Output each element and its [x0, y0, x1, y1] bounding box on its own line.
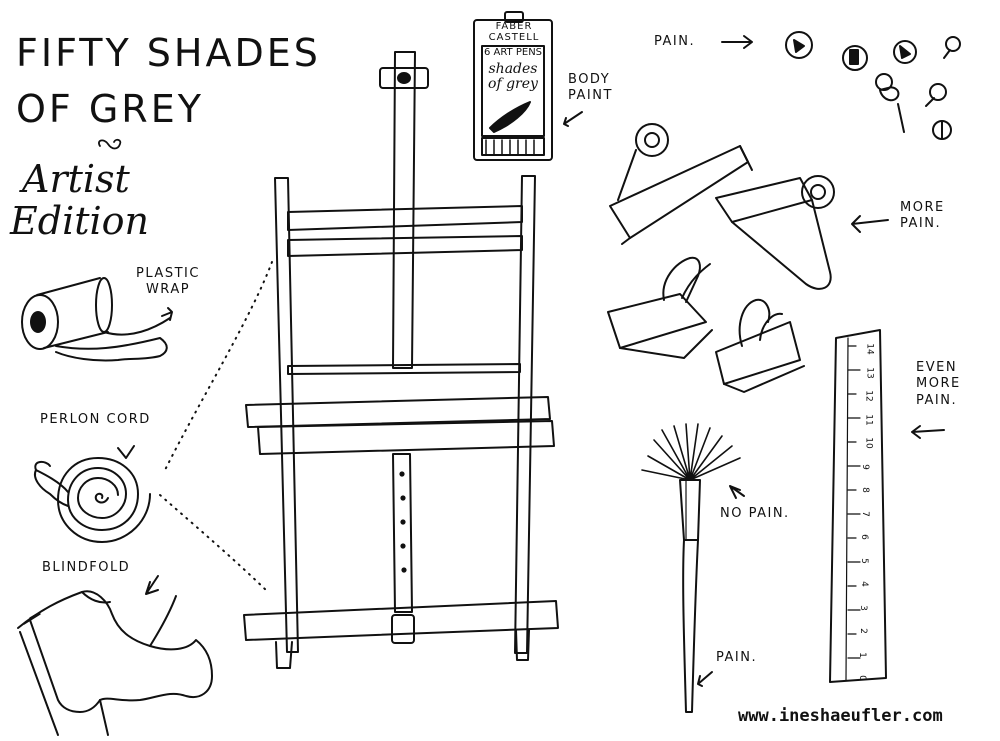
title-line-2: OF GREY	[16, 87, 204, 131]
dotted-connector	[159, 261, 273, 593]
easel	[243, 51, 559, 669]
arrow-icon	[729, 485, 745, 499]
perlon-cord-coil	[34, 457, 151, 543]
label-plastic-wrap: PLASTIC WRAP	[136, 266, 200, 298]
subtitle-line-2: Edition	[10, 199, 149, 243]
pen-box-name: shades of grey	[488, 61, 538, 92]
website-url[interactable]: www.ineshaeufler.com	[738, 706, 943, 726]
arrow-icon	[145, 575, 159, 595]
ruler-number: 8	[859, 487, 870, 493]
label-no-pain: NO PAIN.	[720, 506, 790, 521]
label-pain-pins: PAIN.	[654, 34, 696, 49]
ruler-number: 2	[857, 628, 868, 634]
ruler-number: 13	[864, 366, 875, 379]
push-pins	[785, 31, 961, 140]
plastic-wrap-roll	[21, 277, 171, 362]
ruler-number: 14	[864, 343, 875, 355]
arrow-icon	[161, 307, 173, 321]
arrow-icon	[911, 425, 945, 439]
ornament-swirl	[98, 138, 122, 150]
blindfold	[17, 590, 213, 736]
ruler-number: 5	[858, 557, 869, 564]
ruler-number: 10	[863, 437, 874, 449]
subtitle-line-1: Artist	[22, 157, 130, 201]
pen-box	[473, 11, 553, 161]
label-blindfold: BLINDFOLD	[42, 560, 131, 575]
arrow-icon	[563, 111, 583, 127]
label-body-paint: BODY PAINT	[568, 72, 613, 104]
label-even-more-pain: EVEN MORE PAIN.	[916, 360, 961, 408]
pen-box-product: 6 ART PENS	[483, 47, 543, 58]
bulldog-clips	[609, 123, 835, 290]
ruler-number: 4	[858, 581, 869, 587]
ruler-number: 0	[856, 675, 867, 681]
ruler-number: 3	[858, 604, 869, 611]
title-line-1: FIFTY SHADES	[16, 31, 321, 75]
label-more-pain: MORE PAIN.	[900, 200, 945, 232]
label-pain-brush: PAIN.	[716, 650, 758, 665]
ruler-number: 6	[859, 534, 870, 540]
ruler-number: 12	[864, 390, 875, 402]
ruler-number: 9	[860, 463, 871, 470]
arrow-icon	[851, 215, 889, 233]
ruler-number: 1	[857, 651, 868, 658]
binder-clips	[607, 256, 805, 393]
ruler-number: 7	[859, 510, 870, 517]
ruler	[829, 329, 887, 683]
arrow-icon	[721, 35, 753, 49]
arrow-icon	[697, 671, 713, 687]
ruler-number: 11	[863, 413, 874, 426]
label-perlon-cord: PERLON CORD	[40, 412, 151, 427]
pen-box-brand: FABER CASTELL	[488, 21, 540, 43]
fan-brush	[641, 423, 741, 713]
arrow-icon	[117, 445, 135, 459]
